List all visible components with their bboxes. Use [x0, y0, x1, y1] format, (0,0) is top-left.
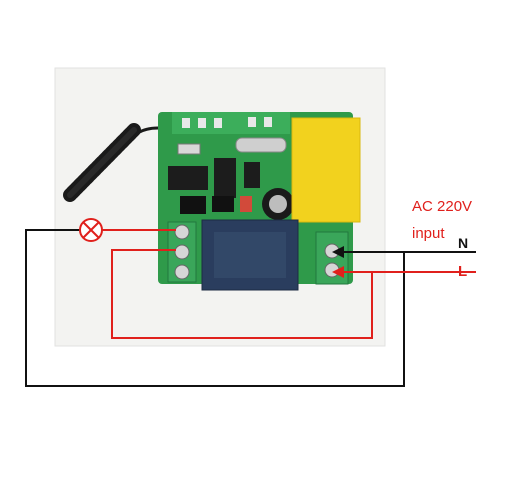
relay-face: [214, 232, 286, 278]
smd-part: [248, 117, 256, 127]
x-capacitor: [291, 117, 361, 223]
jumper: [212, 196, 234, 212]
live-label: L: [458, 263, 467, 280]
screw-terminal: [174, 224, 190, 240]
neutral-wire: [25, 229, 476, 387]
lamp-icon: [79, 218, 103, 242]
smd-part: [198, 118, 206, 128]
smd-part: [214, 118, 222, 128]
smd-part: [182, 118, 190, 128]
led: [240, 196, 252, 212]
ac-voltage-label: AC 220V: [412, 198, 472, 215]
relay-common-wire: [111, 249, 373, 339]
screw-terminal: [174, 264, 190, 280]
pin-header: [180, 196, 206, 214]
rf-module-strip: [172, 112, 290, 134]
ic-chip: [168, 166, 208, 190]
crystal-oscillator: [235, 137, 287, 153]
transistor: [244, 162, 260, 188]
neutral-arrow: [332, 246, 344, 258]
smd-component: [177, 143, 201, 155]
live-arrow: [332, 266, 344, 278]
capacitor-top: [269, 195, 287, 213]
smd-part: [264, 117, 272, 127]
receiver-module: [158, 112, 361, 291]
ic-chip-small: [214, 158, 236, 198]
screw-terminal: [174, 244, 190, 260]
antenna-coil-icon: [63, 123, 159, 202]
neutral-label: N: [458, 235, 468, 251]
input-label: input: [412, 225, 445, 242]
